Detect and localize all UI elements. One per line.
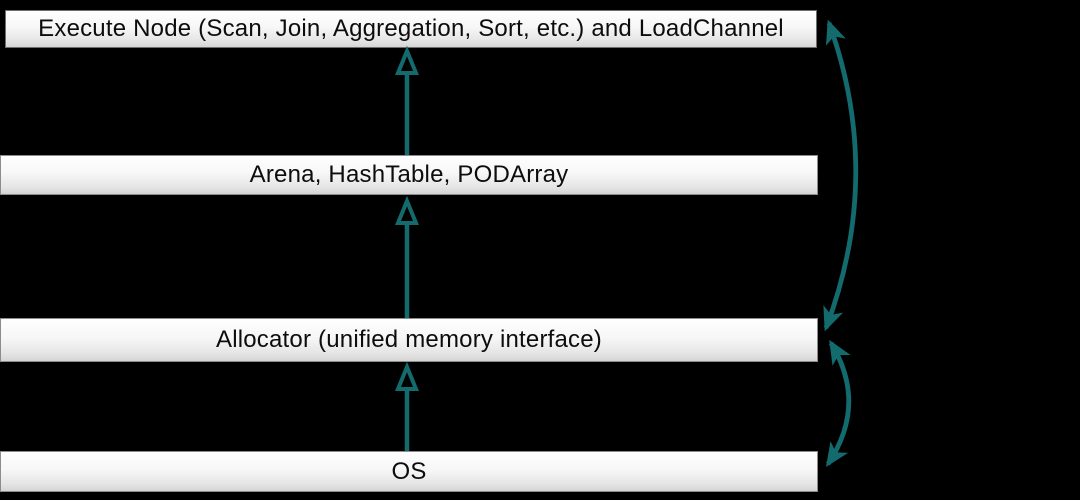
- arrow-arena-to-execute: [395, 45, 419, 155]
- arrow-allocator-os-link: [826, 339, 852, 467]
- layer-execute-node-label: Execute Node (Scan, Join, Aggregation, S…: [38, 15, 784, 42]
- layer-os: OS: [0, 451, 818, 492]
- layer-arena-hashtable-podarray: Arena, HashTable, PODArray: [0, 155, 818, 195]
- layer-allocator: Allocator (unified memory interface): [0, 318, 818, 362]
- layer-allocator-label: Allocator (unified memory interface): [215, 326, 602, 353]
- arrow-os-to-allocator: [395, 361, 419, 451]
- layer-execute-node: Execute Node (Scan, Join, Aggregation, S…: [5, 10, 817, 48]
- layer-os-label: OS: [391, 457, 427, 485]
- arrow-execute-allocator-link: [823, 19, 859, 332]
- arrow-allocator-to-arena: [395, 195, 419, 318]
- layer-arena-label: Arena, HashTable, PODArray: [249, 161, 569, 188]
